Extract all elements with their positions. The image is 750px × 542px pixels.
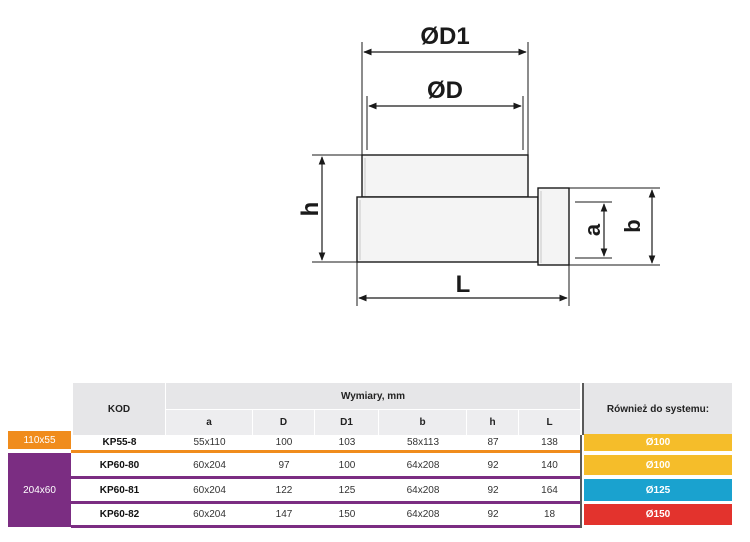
- cell-system: Ø125: [584, 479, 732, 501]
- cell-d1: 103: [338, 436, 356, 448]
- label-a: a: [580, 223, 605, 236]
- cell-kod: KP55-8: [102, 436, 137, 448]
- extension-lines: [312, 42, 660, 306]
- side-outlet: [537, 187, 570, 266]
- header-col-b: b: [379, 410, 467, 435]
- cell-h: 92: [487, 460, 499, 471]
- header-col-l: L: [519, 410, 580, 435]
- cell-system: Ø150: [584, 504, 732, 525]
- cell-a: 60x204: [193, 509, 226, 520]
- header-col-d: D: [253, 410, 315, 435]
- cell-kod: KP60-82: [99, 509, 140, 520]
- cell-kod: KP60-80: [99, 460, 140, 471]
- main-body: [356, 196, 539, 263]
- label-d1: ØD1: [420, 23, 469, 50]
- cell-a: 55x110: [193, 436, 226, 448]
- label-b: b: [620, 219, 645, 232]
- cell-d: 97: [278, 460, 290, 471]
- cell-b: 64x208: [406, 509, 440, 520]
- group-tag-110x55: 110x55: [8, 431, 71, 449]
- cell-system: Ø100: [584, 434, 732, 451]
- row-separator-purple-3: [71, 525, 582, 528]
- cell-h: 87: [487, 436, 499, 448]
- cell-b: 58x113: [406, 436, 440, 448]
- part-outline: [356, 154, 570, 266]
- cell-system: Ø100: [584, 455, 732, 475]
- dimension-lines: [318, 48, 656, 302]
- cell-l: 138: [541, 436, 558, 448]
- technical-drawing: ØD1 ØD h L a b: [297, 23, 660, 306]
- row-separator-purple-2: [71, 501, 582, 504]
- system-divider: [580, 435, 582, 528]
- dimensions-table: KOD Wymiary, mm a D D1 b h L Również do …: [0, 383, 750, 542]
- label-h: h: [297, 202, 324, 217]
- header-col-h: h: [467, 410, 519, 435]
- label-l: L: [456, 271, 471, 298]
- cell-b: 64x208: [406, 460, 440, 471]
- group-tag-204x60: 204x60: [8, 453, 71, 527]
- cell-d: 100: [275, 436, 293, 448]
- cell-l: 164: [541, 484, 558, 496]
- cell-d1: 150: [338, 509, 356, 520]
- header-kod: KOD: [73, 383, 166, 435]
- header-wymiary: Wymiary, mm: [166, 383, 580, 410]
- cell-l: 18: [543, 509, 556, 520]
- cell-a: 60x204: [193, 484, 226, 496]
- label-d: ØD: [427, 77, 463, 104]
- header-system: Również do systemu:: [582, 383, 732, 435]
- row-separator-purple-1: [71, 476, 582, 479]
- header-col-a: a: [166, 410, 253, 435]
- cell-d1: 100: [338, 460, 356, 471]
- header-col-d1: D1: [315, 410, 379, 435]
- cell-kod: KP60-81: [99, 484, 140, 496]
- cell-l: 140: [541, 460, 558, 471]
- upper-collar: [361, 154, 529, 198]
- cell-d1: 125: [338, 484, 356, 496]
- cell-d: 122: [275, 484, 293, 496]
- cell-h: 92: [487, 509, 499, 520]
- cell-a: 60x204: [193, 460, 226, 471]
- row-separator-orange: [71, 450, 582, 453]
- cell-h: 92: [487, 484, 499, 496]
- cell-b: 64x208: [406, 484, 440, 496]
- cell-d: 147: [275, 509, 293, 520]
